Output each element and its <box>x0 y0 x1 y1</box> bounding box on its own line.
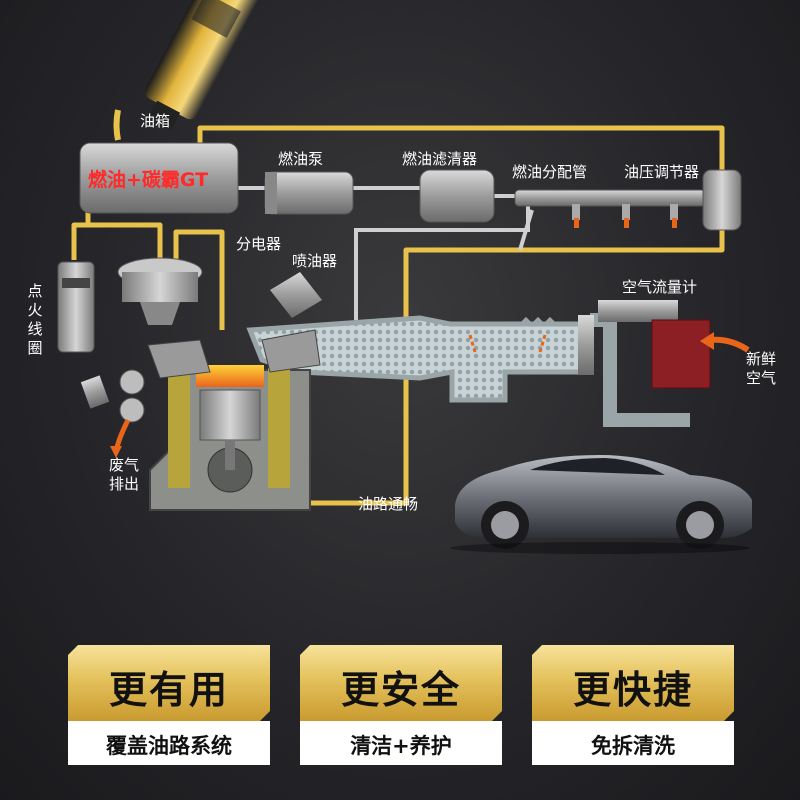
badge-subtitle-panel: 清洁+养护 <box>300 721 502 765</box>
label-pressure-regulator: 油压调节器 <box>624 163 700 181</box>
label-distributor: 分电器 <box>236 235 282 253</box>
badge-safe: 更安全 清洁+养护 <box>300 645 502 765</box>
label-injector: 喷油器 <box>292 252 338 270</box>
pressure-regulator <box>702 169 742 231</box>
badge-title-panel: 更快捷 <box>532 645 734 721</box>
fuel-pipes <box>71 125 725 506</box>
label-fuel-pump: 燃油泵 <box>278 150 324 168</box>
exhaust-manifold <box>80 369 145 458</box>
badge-fast: 更快捷 免拆清洗 <box>532 645 734 765</box>
badge-subtitle-panel: 免拆清洗 <box>532 721 734 765</box>
fuel-rail <box>514 189 706 228</box>
distributor <box>117 257 203 325</box>
label-tank: 油箱 <box>140 112 171 130</box>
badge-subtitle: 清洁+养护 <box>350 734 452 758</box>
fresh-air-arrow <box>700 332 750 353</box>
label-fuel-line: 油路通畅 <box>358 495 419 513</box>
engine-block <box>149 365 311 511</box>
label-exhaust: 废气排出 <box>108 456 139 493</box>
badge-title: 更安全 <box>340 668 461 712</box>
valve-covers <box>147 272 322 379</box>
badge-subtitle-panel: 覆盖油路系统 <box>68 721 270 765</box>
fuel-filter <box>419 169 495 223</box>
tank-content-label: 燃油+碳霸GT <box>88 169 209 191</box>
label-fuel-rail: 燃油分配管 <box>512 163 588 181</box>
badge-useful: 更有用 覆盖油路系统 <box>68 645 270 765</box>
sports-car <box>450 455 752 554</box>
badge-title-panel: 更有用 <box>68 645 270 721</box>
label-fuel-filter: 燃油滤清器 <box>402 150 478 168</box>
air-duct <box>518 300 690 427</box>
badge-title: 更快捷 <box>572 668 693 712</box>
label-ignition-coil: 点火线圈 <box>27 282 43 357</box>
fuel-tank <box>79 142 239 214</box>
badge-subtitle: 覆盖油路系统 <box>106 734 232 758</box>
fuel-lines-thin <box>236 186 534 320</box>
label-fresh-air: 新鲜空气 <box>745 350 776 387</box>
ignition-coil <box>57 261 95 353</box>
badge-subtitle: 免拆清洗 <box>591 734 675 758</box>
badge-title: 更有用 <box>108 668 229 712</box>
fuel-pump <box>264 171 354 215</box>
air-filter-box <box>651 319 711 389</box>
label-air-flow-meter: 空气流量计 <box>622 278 698 296</box>
badge-title-panel: 更安全 <box>300 645 502 721</box>
additive-bottle <box>113 0 261 141</box>
